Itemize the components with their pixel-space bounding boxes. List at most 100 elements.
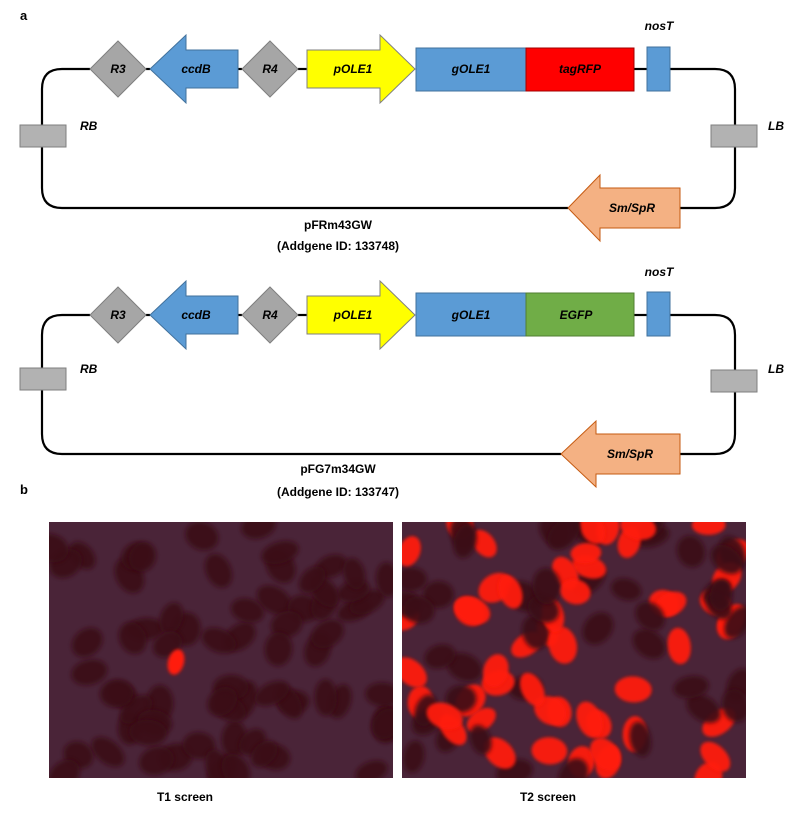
fluorescent-seed [576,701,603,738]
seed [558,758,589,778]
seed [100,679,134,708]
lb-label: LB [768,119,784,133]
tagrfp-box [525,47,635,92]
t1-micrograph [49,522,393,778]
r3-label: R3 [110,62,126,76]
seed [311,619,344,649]
seed [49,759,80,778]
t2-caption: T2 screen [520,790,576,804]
t2-micrograph [402,522,746,778]
fluorescent-seed [589,737,621,771]
seed [355,760,388,778]
seed [611,578,642,601]
lb-label: LB [768,362,784,376]
seed [446,652,482,682]
fluorescent-seed [691,522,726,535]
smspr-label: Sm/SpR [609,201,655,215]
rb-label: RB [80,362,98,376]
seed [299,566,326,593]
seed [403,740,425,773]
seed [686,694,721,723]
fluorescent-seed [548,626,578,664]
pole1-label: pOLE1 [333,308,373,322]
nost-box [646,46,671,92]
r4-label: R4 [262,62,278,76]
seed [673,675,709,699]
r3-site [89,286,147,344]
fluorescent-seed [579,522,605,545]
ccdb-label: ccdB [181,308,211,322]
seed [118,622,147,654]
seed [403,596,435,624]
seed [182,732,216,759]
seed [582,612,614,645]
seed [49,533,69,563]
nost-box [646,291,671,337]
lb-border-box [710,369,758,393]
seed [709,579,733,611]
rb-label: RB [80,119,98,133]
seed [629,721,652,757]
seed [250,740,278,767]
construct-2-name: pFG7m34GW [300,462,376,476]
seed [632,629,666,659]
seed [205,749,229,778]
seed [547,522,580,550]
ccdb-arrow [149,279,239,351]
seed [256,585,292,615]
construct-1-name: pFRm43GW [304,218,373,232]
seed [635,601,665,631]
fluorescent-seed [560,579,591,605]
fluorescent-seed [483,737,516,769]
construct-1-addgene: (Addgene ID: 133748) [277,239,399,253]
r4-label: R4 [262,308,278,322]
r4-site [241,40,299,98]
seed [201,627,236,654]
seed [522,615,550,650]
construct-2-addgene: (Addgene ID: 133747) [277,485,399,499]
seed [677,535,705,568]
panel-b-letter: b [20,482,28,497]
fluorescent-seed [614,676,652,703]
smspr-arrow [560,419,681,489]
t1-caption: T1 screen [157,790,213,804]
rb-border-box [19,367,67,391]
r3-label: R3 [110,308,126,322]
seed [376,562,393,597]
pole1-arrow [306,33,416,105]
lb-border-box [710,124,758,148]
seed [129,542,156,572]
fluorescent-seed [570,542,602,564]
ccdb-arrow [149,33,239,105]
seed [422,581,454,609]
seed [445,685,477,713]
fluorescent-seed [620,522,657,540]
panel-a-letter: a [20,8,28,23]
fluorescent-seed [454,596,491,625]
fluorescent-seed [402,536,421,567]
seed [402,567,427,592]
gole1-label: gOLE1 [451,308,491,322]
fluorescent-seed [700,741,731,772]
seed [71,659,108,685]
seed [314,679,337,716]
fluorescent-seed [167,649,185,675]
seed [532,568,561,605]
seed [372,708,393,739]
smspr-arrow [567,173,681,243]
fluorescent-seed [498,575,523,609]
seed [139,746,174,775]
fluorescent-seed [402,657,427,688]
seed [241,522,276,539]
seed [255,681,289,706]
seed [343,558,366,590]
seed [129,719,167,746]
tagrfp-label: tagRFP [559,62,602,76]
gole1-box [415,292,527,337]
seed [365,682,393,707]
seed [231,598,264,623]
r3-site [89,40,147,98]
rb-border-box [19,124,67,148]
fluorescent-seed [667,627,691,665]
